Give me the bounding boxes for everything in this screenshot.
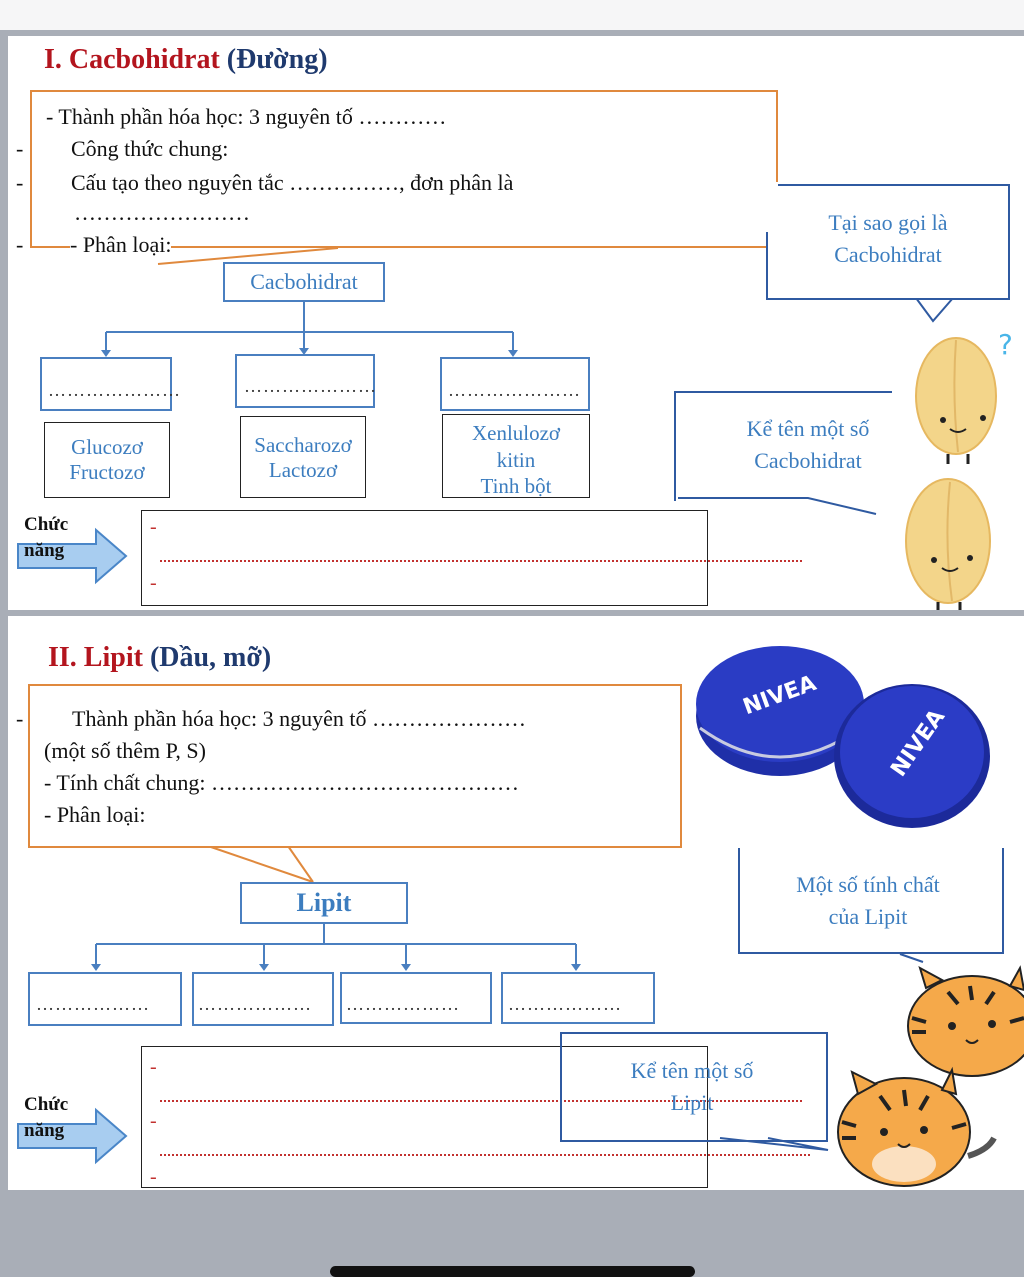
question-mark-icon: ? (998, 328, 1013, 361)
function-dotted-line (160, 1154, 810, 1156)
nivea-cream-tin-icon: NIVEA NIVEA (696, 646, 990, 828)
title-number: I. Cacbohidrat (44, 44, 220, 75)
title-number: II. Lipit (48, 642, 143, 673)
tree-blank-box (501, 972, 655, 1024)
tree-blank-box (340, 972, 492, 1024)
example-glucozo: Glucozơ (71, 435, 143, 459)
callout-name-lipit-line2: Lipit (670, 1090, 714, 1115)
tree-blank-dots: ………………… (48, 380, 181, 400)
callout-lipid-properties (738, 848, 1004, 954)
function-label-line2: năng (24, 540, 65, 561)
slide1-connectors (17, 247, 954, 585)
function-label-line1: Chức (24, 1094, 69, 1115)
function-answer-box[interactable] (141, 510, 708, 606)
lipid-property-line: - Tính chất chung: …………………………………… (44, 770, 519, 795)
example-lactozo: Lactozơ (268, 458, 338, 482)
carb-composition-line: - Thành phần hóa học: 3 nguyên tố ………… (46, 104, 447, 129)
slide2-connectors (17, 845, 924, 1165)
callout-name-line1: Kể tên một số (746, 416, 870, 441)
tree-blank-box (235, 354, 375, 408)
tree-root-lipit: Lipit (240, 882, 408, 924)
lipid-classification-line: - Phân loại: (44, 802, 146, 827)
bullet-dash: - (16, 136, 24, 161)
title-paren: (Dầu, mỡ) (149, 642, 272, 673)
title-paren: (Đường) (226, 44, 328, 75)
callout-prop-line1: Một số tính chất (796, 872, 940, 897)
bullet-dash: - (16, 170, 24, 195)
slide-lipid: II. Lipit (Dầu, mỡ) - Thành phần hóa học… (8, 616, 1024, 1190)
slide-carbohydrate: I. Cacbohidrat (Đường) - Thành phần hóa … (8, 36, 1024, 610)
lipid-info-box (28, 684, 682, 848)
function-dash: - (150, 516, 157, 538)
tree-root-cacbohidrat: Cacbohidrat (223, 262, 385, 302)
callout-why-line2: Cacbohidrat (834, 242, 942, 267)
callout-name-lipit (560, 1032, 828, 1142)
carb-formula-line: Công thức chung: (71, 136, 229, 161)
callout-name-line2: Cacbohidrat (754, 448, 862, 473)
callout-prop-line2: của Lipit (828, 904, 908, 929)
callout-mask (764, 182, 778, 232)
callout-name-lipit-line1: Kể tên một số (630, 1058, 754, 1083)
top-status-strip (0, 0, 1024, 30)
callout-name-cacbohidrat (674, 391, 892, 501)
tree-blank-dots: ……………… (198, 994, 312, 1014)
example-xenlulozo: Xenlulozơ (471, 421, 561, 445)
home-indicator[interactable] (330, 1266, 695, 1277)
tree-blank-dots: ……………… (346, 994, 460, 1014)
tree-blank-dots: ………………… (448, 380, 581, 400)
bullet-dash: - (16, 706, 24, 732)
bullet-dash: - (16, 232, 24, 258)
example-box-monosaccharide: Glucozơ Fructozơ (44, 422, 170, 498)
function-dotted-line (160, 1100, 802, 1102)
lipid-composition-line: Thành phần hóa học: 3 nguyên tố ………………… (72, 706, 526, 731)
tree-blank-box (192, 972, 334, 1026)
section2-title: II. Lipit (Dầu, mỡ) (48, 642, 271, 674)
carb-structure-dots: …………………… (74, 200, 250, 225)
example-box-disaccharide: Saccharozơ Lactozơ (240, 416, 366, 498)
example-saccharozo: Saccharozơ (254, 433, 352, 457)
tree-blank-box (28, 972, 182, 1026)
example-fructozo: Fructozơ (69, 460, 145, 484)
function-label-line2: năng (24, 1120, 65, 1141)
lipid-extra-line: (một số thêm P, S) (44, 738, 206, 763)
tree-blank-box (40, 357, 172, 411)
right-arrow-icon (17, 527, 128, 585)
example-kitin: kitin (496, 448, 536, 472)
tree-blank-dots: ………………… (244, 376, 377, 396)
function-dotted-line (160, 560, 802, 562)
tree-blank-dots: ……………… (36, 994, 150, 1014)
callout-why-line1: Tại sao gọi là (828, 210, 948, 235)
function-dash: - (150, 1056, 157, 1078)
carb-classification-line: - Phân loại: (70, 232, 172, 258)
carb-structure-line: Cấu tạo theo nguyên tắc ……………, đơn phân … (71, 170, 514, 195)
example-tinh-bot: Tinh bột (480, 474, 552, 498)
right-arrow-icon (17, 1107, 128, 1165)
section1-title: I. Cacbohidrat (Đường) (44, 44, 328, 76)
tiger-mascot-icon (837, 965, 1024, 1187)
function-dash: - (150, 1110, 157, 1132)
tree-blank-box (440, 357, 590, 411)
function-dash: - (150, 1166, 157, 1188)
function-label-line1: Chức (24, 514, 69, 535)
example-box-polysaccharide: Xenlulozơ kitin Tinh bột (442, 414, 590, 498)
function-dash: - (150, 572, 157, 594)
peanut-mascot-icon: ? (905, 328, 1013, 610)
carb-info-box (30, 90, 778, 248)
function-answer-box[interactable] (141, 1046, 708, 1188)
callout-why-cacbohidrat (766, 184, 1010, 300)
tree-blank-dots: ……………… (508, 994, 622, 1014)
